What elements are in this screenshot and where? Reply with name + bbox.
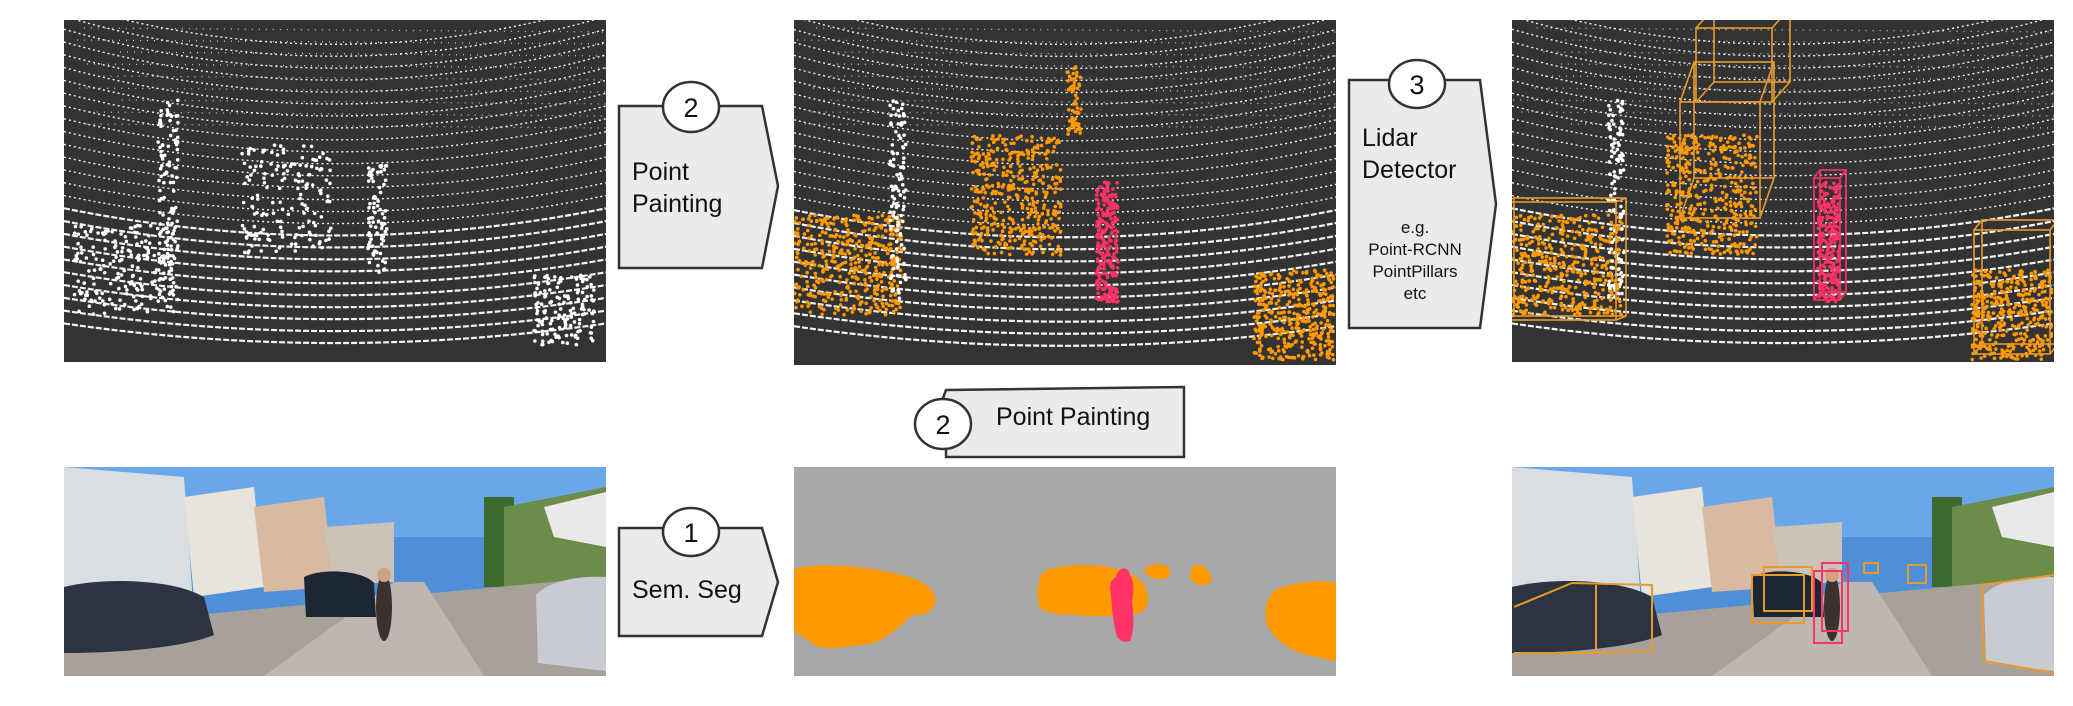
detected-point-cloud [1512, 20, 2054, 362]
detector-example-1: e.g. [1401, 218, 1429, 237]
chevron-arrow-icon: 2 Point Painting [617, 80, 780, 270]
cyclist-box-inner [1821, 562, 1849, 632]
cyclist-box [1813, 570, 1843, 644]
car-box-far-1 [1863, 562, 1879, 574]
car-box-far [1695, 20, 1791, 103]
detector-example-3: PointPillars [1372, 262, 1457, 281]
lidar-scan-rings [1512, 20, 2054, 345]
step-label-line2: Detector [1362, 156, 1456, 184]
detection-image-panel [1512, 467, 2054, 676]
car-mask-small-1 [1144, 564, 1170, 579]
step-label-line1: Point [632, 158, 689, 186]
step-badge [913, 397, 973, 451]
pedestrian-mask [1110, 568, 1134, 642]
painted-point-cloud [794, 20, 1336, 362]
pedestrian-box [1813, 169, 1847, 301]
step-number: 1 [683, 518, 698, 548]
step-label: Sem. Seg [632, 576, 742, 604]
car-mask-small-2 [1190, 564, 1212, 585]
lidar-detector-step: 3 Lidar Detector e.g. Point-RCNN PointPi… [1346, 52, 1500, 336]
raw-lidar-panel [64, 20, 606, 362]
step-label-line2: Painting [632, 190, 722, 218]
step-number: 2 [935, 410, 950, 440]
lidar-scan-rings [794, 20, 1336, 347]
street-scene-image [64, 467, 606, 676]
semantic-segmentation-step: 1 Sem. Seg [616, 506, 782, 640]
car-box-center [1751, 574, 1805, 624]
car-mask-right [1265, 581, 1336, 661]
camera-image-panel [64, 467, 606, 676]
car-box-left [1513, 581, 1653, 654]
detector-example-2: Point-RCNN [1368, 240, 1462, 259]
step-badge [661, 506, 721, 558]
car-box-right [1973, 219, 2054, 355]
detection-lidar-panel [1512, 20, 2054, 362]
chevron-arrow-icon: 3 Lidar Detector e.g. Point-RCNN PointPi… [1347, 58, 1498, 330]
painted-object-points [794, 65, 1336, 362]
painted-object-points [1512, 98, 2054, 362]
car-box-center-inner [1763, 566, 1813, 612]
segmentation-mask [794, 564, 1336, 661]
street-scene-detections [1512, 467, 2054, 676]
car-box-far-2 [1907, 564, 1927, 584]
raw-point-cloud [64, 20, 606, 347]
point-painting-step-top: 2 Point Painting [616, 80, 782, 270]
car-mask-left [794, 565, 936, 648]
point-painting-step-middle: 2 Point Painting [912, 380, 1188, 462]
painted-lidar-panel [794, 20, 1336, 365]
projected-bounding-boxes [1513, 562, 2054, 674]
detector-example-4: etc [1404, 284, 1427, 303]
up-arrow-icon: 2 Point Painting [913, 385, 1186, 459]
segmentation-mask-panel [794, 467, 1336, 676]
chevron-arrow-icon: 1 Sem. Seg [617, 506, 780, 638]
step-number: 3 [1409, 70, 1424, 100]
lidar-scan-rings [64, 20, 606, 345]
step-badge [1387, 58, 1447, 110]
3d-bounding-boxes [1512, 20, 2054, 355]
step-label-line1: Lidar [1362, 124, 1418, 152]
car-box-right [1980, 574, 2054, 674]
car-box-left [1512, 197, 1627, 321]
step-number: 2 [683, 93, 698, 123]
step-label: Point Painting [996, 403, 1150, 431]
step-badge [661, 80, 721, 134]
lidar-object-points [72, 98, 596, 347]
